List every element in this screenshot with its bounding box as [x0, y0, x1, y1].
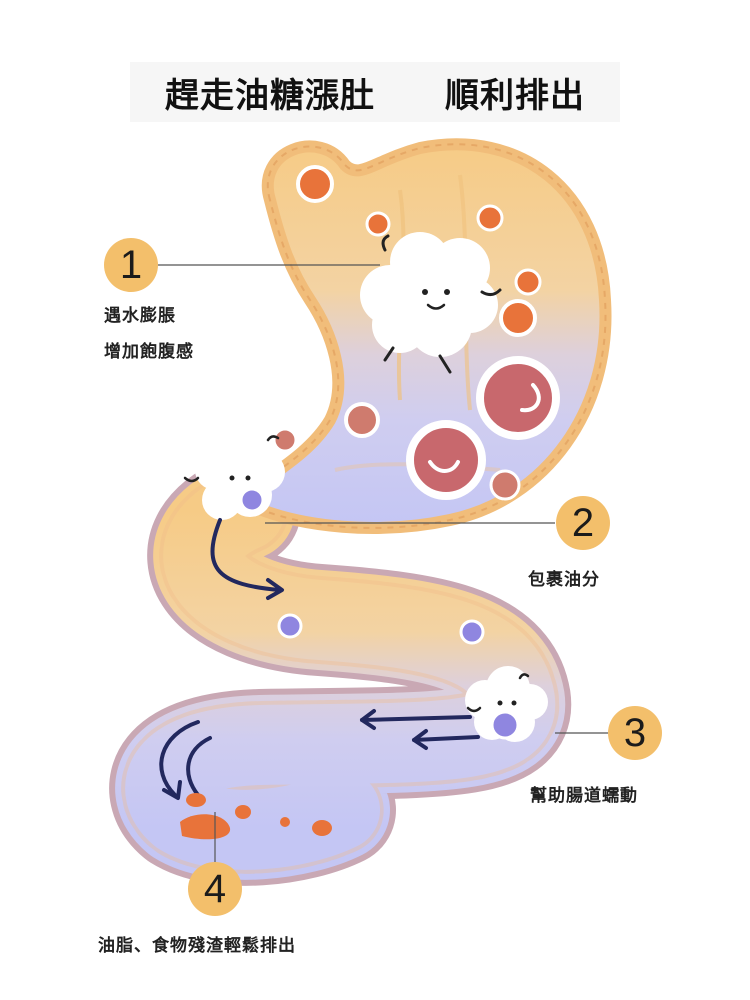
step-2-badge: 2	[556, 496, 610, 550]
fiber-cloud-character-large	[360, 232, 502, 374]
step-3-badge: 3	[608, 706, 662, 760]
fiber-cloud-character-right	[465, 666, 548, 742]
step-1-badge: 1	[104, 238, 158, 292]
fiber-cloud-character-small	[183, 433, 285, 520]
step-2-label: 包裹油分	[528, 570, 600, 590]
step-1-label-line-2: 增加飽腹感	[104, 342, 194, 362]
title-right: 順利排出	[445, 75, 585, 116]
stomach-dash	[245, 143, 607, 529]
oil-droplets	[272, 165, 560, 501]
step-4-badge: 4	[188, 862, 242, 916]
title-left: 趕走油糖漲肚	[165, 75, 375, 116]
oil-waste	[180, 793, 332, 840]
fiber-bubbles	[277, 613, 485, 645]
step-1-label-line-1: 遇水膨脹	[104, 306, 176, 326]
step-4-label: 油脂、食物殘渣輕鬆排出	[98, 936, 296, 956]
step-3-label: 幫助腸道蠕動	[530, 786, 638, 806]
movement-arrows	[159, 518, 480, 800]
page-title: 趕走油糖漲肚 順利排出	[130, 62, 620, 122]
